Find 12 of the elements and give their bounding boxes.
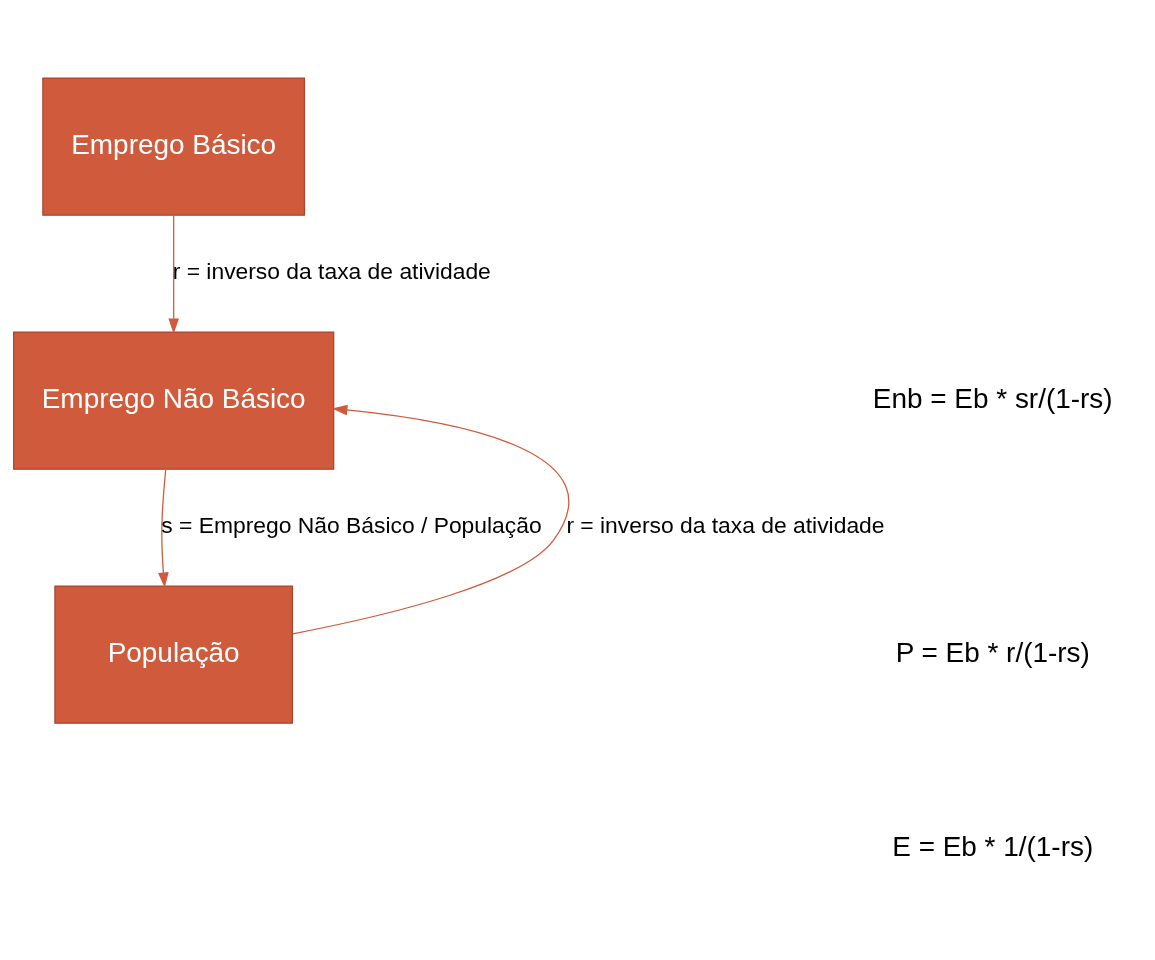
- node-box: Emprego Não Básico: [13, 331, 335, 470]
- label: Enb = Eb * sr/(1-rs): [872, 382, 1113, 414]
- edge-label: s = Emprego Não Básico / População: [161, 512, 542, 539]
- label: P = Eb * r/(1-rs): [895, 636, 1090, 668]
- label: E = Eb * 1/(1-rs): [892, 831, 1094, 863]
- node-box: População: [54, 585, 294, 724]
- arrow: [158, 468, 169, 588]
- edge-label: r = inverso da taxa de atividade: [172, 258, 491, 285]
- node-box: Emprego Básico: [42, 77, 306, 216]
- arrow: [168, 214, 179, 334]
- arrow: [292, 404, 570, 635]
- edge-label: r = inverso da taxa de atividade: [566, 512, 885, 539]
